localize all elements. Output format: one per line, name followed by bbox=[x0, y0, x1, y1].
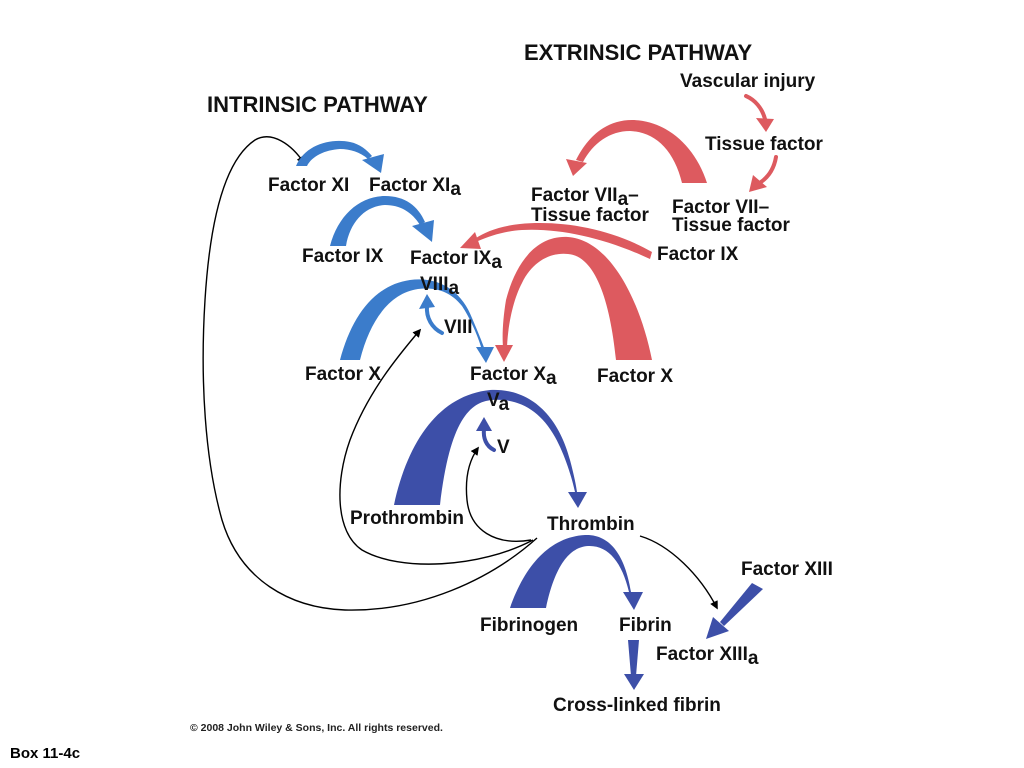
arrow-shaft bbox=[628, 640, 639, 676]
label-tissue-factor: Tissue factor bbox=[705, 134, 824, 155]
extrinsic-pathway-heading: EXTRINSIC PATHWAY bbox=[524, 40, 753, 65]
label-thrombin: Thrombin bbox=[547, 514, 635, 535]
label-factor-viia-tissue-factor: Factor VIIa– bbox=[531, 185, 639, 210]
label-text: Factor VII bbox=[531, 185, 618, 206]
arrow-shaft bbox=[296, 140, 372, 166]
arrowhead bbox=[476, 347, 494, 363]
label-factor-x-extrinsic: Factor X bbox=[597, 366, 673, 387]
arrow-shaft bbox=[576, 120, 707, 183]
arrow-shaft bbox=[476, 223, 652, 259]
label-subscript: a bbox=[618, 189, 629, 210]
label-dash: – bbox=[628, 185, 639, 206]
label-vascular-injury: Vascular injury bbox=[680, 71, 816, 92]
label-subscript: a bbox=[491, 252, 502, 273]
arrow-shaft bbox=[759, 155, 778, 184]
label-subscript: a bbox=[450, 179, 461, 200]
label-factor-viii: VIII bbox=[444, 317, 473, 338]
arrowhead bbox=[624, 674, 644, 690]
label-text: Factor XIII bbox=[656, 644, 748, 665]
arrowhead bbox=[566, 159, 587, 176]
feedback-thrombin-to-xiiia bbox=[639, 535, 718, 610]
feedback-thrombin-to-viii bbox=[339, 328, 534, 565]
arrow-xiii-to-xiiia bbox=[706, 583, 763, 639]
arrow-prothrombin-to-thrombin bbox=[394, 389, 587, 508]
copyright-notice: © 2008 John Wiley & Sons, Inc. All right… bbox=[190, 722, 443, 734]
arrowhead bbox=[412, 220, 434, 242]
label-factor-x-intrinsic: Factor X bbox=[305, 364, 381, 385]
label-factor-xiii: Factor XIII bbox=[741, 559, 833, 580]
label-factor-ix-intrinsic: Factor IX bbox=[302, 246, 384, 267]
label-text: V bbox=[487, 390, 500, 411]
arrow-shaft bbox=[330, 196, 425, 246]
arrow-xi-to-xia bbox=[296, 140, 384, 173]
label-text: VIII bbox=[420, 274, 449, 295]
label-factor-va: Va bbox=[487, 390, 510, 415]
arrow-shaft bbox=[424, 304, 444, 335]
arrowhead bbox=[749, 175, 767, 192]
arrow-x-to-xa-extrinsic bbox=[495, 236, 652, 362]
figure-caption: Box 11-4c bbox=[10, 745, 80, 762]
label-factor-viiia: VIIIa bbox=[420, 274, 460, 299]
label-subscript: a bbox=[748, 648, 759, 669]
arrowhead bbox=[623, 592, 643, 610]
arrowhead bbox=[568, 492, 587, 508]
label-text: Factor X bbox=[470, 364, 546, 385]
arrow-v-to-va bbox=[476, 417, 496, 452]
arrowhead bbox=[460, 232, 481, 249]
label-subscript: a bbox=[449, 278, 460, 299]
feedback-thrombin-to-v bbox=[465, 446, 532, 542]
arrow-ix-to-ixa-extrinsic bbox=[460, 223, 652, 259]
label-fibrin: Fibrin bbox=[619, 615, 672, 636]
arrow-shaft bbox=[481, 427, 496, 452]
intrinsic-pathway-heading: INTRINSIC PATHWAY bbox=[207, 92, 428, 117]
label-factor-v: V bbox=[497, 437, 510, 458]
arrowhead bbox=[706, 617, 729, 639]
arrowhead bbox=[476, 417, 492, 431]
label-factor-vii-tissue-factor-line2: Tissue factor bbox=[672, 215, 791, 236]
arrow-tissue-factor-to-vii-tf bbox=[749, 155, 778, 192]
arrowhead bbox=[362, 154, 384, 173]
label-factor-vii-tissue-factor: Factor VII– bbox=[672, 197, 769, 218]
label-factor-xi: Factor XI bbox=[268, 175, 349, 196]
arrow-shaft bbox=[510, 534, 631, 608]
label-factor-xiiia: Factor XIIIa bbox=[656, 644, 759, 669]
arrowhead bbox=[419, 294, 435, 309]
label-cross-linked-fibrin: Cross-linked fibrin bbox=[553, 695, 721, 716]
label-subscript: a bbox=[546, 368, 557, 389]
feedback-thrombin-to-xi bbox=[202, 136, 538, 611]
arrow-fibrin-to-cross-linked-fibrin bbox=[624, 640, 644, 690]
label-prothrombin: Prothrombin bbox=[350, 508, 464, 529]
arrow-shaft bbox=[744, 94, 767, 121]
arrowhead bbox=[495, 345, 513, 362]
label-factor-xa: Factor Xa bbox=[470, 364, 557, 389]
label-text: Factor IX bbox=[410, 248, 492, 269]
label-fibrinogen: Fibrinogen bbox=[480, 615, 578, 636]
arrow-shaft bbox=[502, 236, 652, 360]
arrow-fibrinogen-to-fibrin bbox=[510, 534, 643, 610]
label-text: Factor XI bbox=[369, 175, 450, 196]
label-factor-xia: Factor XIa bbox=[369, 175, 461, 200]
label-factor-ixa: Factor IXa bbox=[410, 248, 502, 273]
arrow-vascular-injury-to-tissue-factor bbox=[744, 94, 774, 132]
label-factor-viia-tissue-factor-line2: Tissue factor bbox=[531, 205, 650, 226]
arrowhead bbox=[756, 118, 774, 132]
arrow-shaft bbox=[394, 389, 577, 505]
label-factor-ix-extrinsic: Factor IX bbox=[657, 244, 739, 265]
arrow-ix-to-ixa bbox=[330, 196, 434, 246]
arrow-x-to-xa-intrinsic bbox=[340, 279, 494, 363]
arrow-viii-to-viiia bbox=[419, 294, 444, 335]
arrow-shaft bbox=[340, 279, 485, 360]
arrow-shaft bbox=[720, 583, 763, 626]
arrow-vii-tf-to-viia-tf bbox=[566, 120, 707, 183]
label-subscript: a bbox=[499, 394, 510, 415]
